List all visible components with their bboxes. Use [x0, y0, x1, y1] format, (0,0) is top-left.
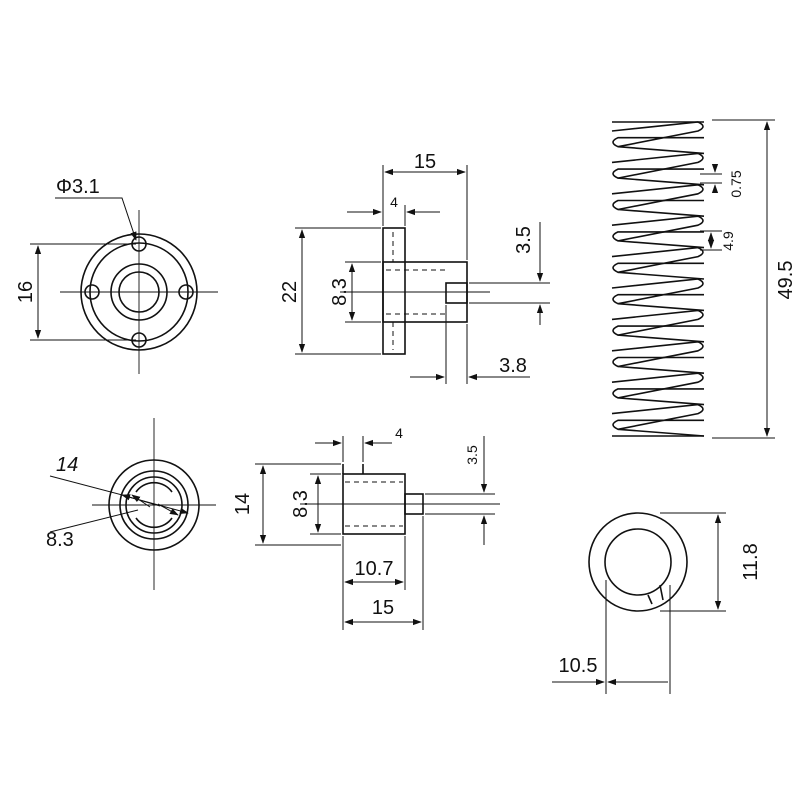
nut-side-view: 4 3.5 14 8.3 10.7 15 [232, 425, 500, 630]
spring-wire-segment [611, 309, 704, 336]
dim-bolt-span: 16 [15, 281, 37, 303]
spring-wire-segment [611, 403, 704, 431]
spring-wire-segment [612, 136, 705, 155]
dim-flange-width: 15 [414, 151, 436, 173]
dim-nut-bore-diameter: 8.3 [46, 529, 74, 551]
spring-wire-segment [611, 121, 704, 148]
spring-end-view: 11.8 10.5 [552, 512, 762, 694]
dim-nut-height: 14 [232, 493, 254, 515]
spring-wire-segment [612, 231, 705, 249]
spring-wire-segment [611, 215, 704, 242]
dim-flange-bore: 8.3 [329, 278, 351, 306]
spring-wire-segment [612, 356, 705, 374]
dim-spring-inner-diameter: 10.5 [559, 655, 598, 677]
spring-wire-segment [611, 372, 704, 399]
spring-wire-segment [612, 293, 705, 312]
spring-wire-segment [612, 262, 705, 280]
spring-wire-segment [611, 340, 704, 368]
spring-wire-segment [612, 388, 705, 406]
dim-nut-bore: 8.3 [290, 490, 312, 518]
dim-flange-step: 3.8 [499, 355, 527, 377]
dim-flange-height: 22 [279, 281, 301, 303]
dim-spring-outer-diameter: 11.8 [740, 543, 762, 580]
dim-flange-slot: 3.5 [513, 226, 535, 254]
dim-spring-pitch: 4.9 [720, 231, 736, 251]
flange-front-view: Φ3.1 16 [15, 176, 218, 374]
spring-wire-segment [612, 168, 705, 186]
spring-wire-segment [612, 419, 705, 437]
spring-wire-segment [611, 152, 704, 179]
spring-wire-segment [611, 278, 704, 305]
dim-nut-slot: 3.5 [464, 445, 480, 465]
dim-hole-diameter: Φ3.1 [56, 176, 100, 198]
spring-wire-segment [612, 199, 705, 217]
spring-coils [611, 121, 705, 437]
dim-flange-thickness: 4 [390, 194, 398, 210]
dim-nut-body-length: 10.7 [355, 558, 394, 580]
dim-spring-wire: 0.75 [728, 170, 744, 197]
spring-side-view: 49.5 0.75 4.9 [611, 119, 797, 439]
flange-side-view: 15 4 22 8.3 3.5 3.8 [279, 151, 550, 384]
dim-nut-thickness: 4 [395, 425, 403, 441]
spring-wire-segment [611, 183, 704, 211]
dim-spring-length: 49.5 [775, 261, 797, 300]
dim-nut-outer-diameter: 14 [56, 454, 78, 476]
nut-front-view: 14 8.3 [46, 418, 216, 590]
spring-wire-segment [612, 325, 705, 343]
dim-nut-total-length: 15 [372, 597, 394, 619]
spring-wire-segment [611, 246, 704, 274]
